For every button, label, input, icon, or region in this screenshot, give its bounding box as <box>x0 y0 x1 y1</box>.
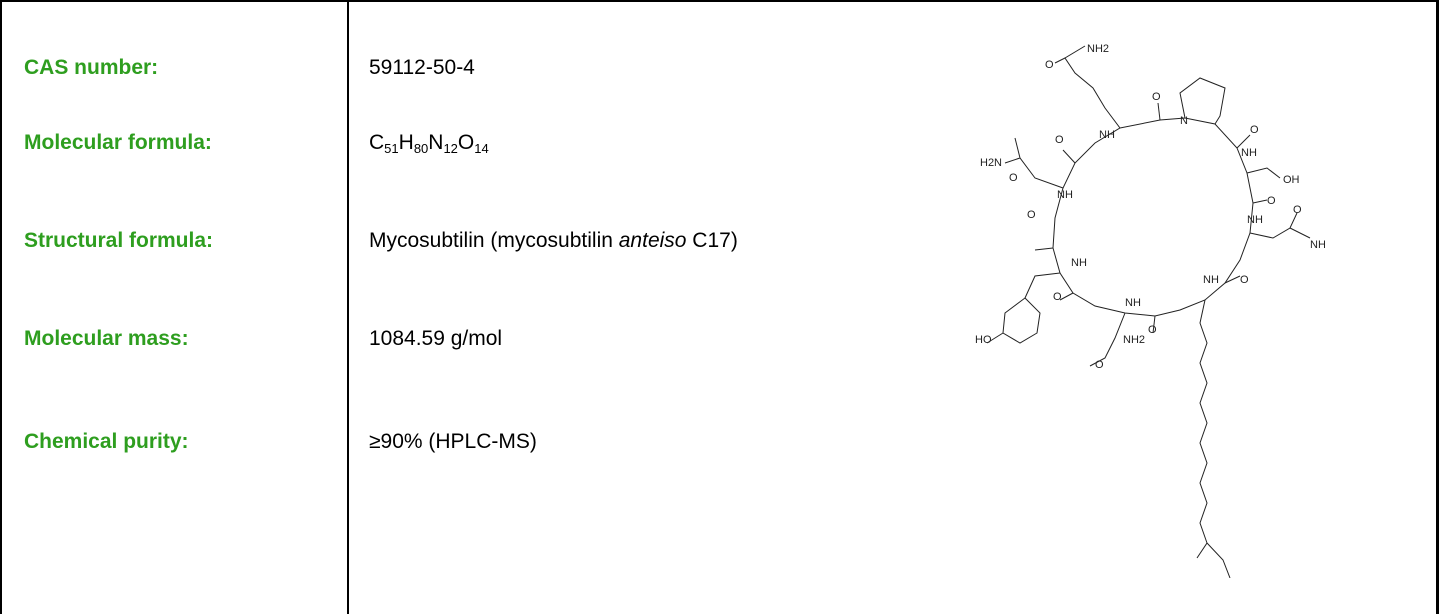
atom-label: O <box>1250 124 1259 136</box>
atom-label: NH <box>1057 189 1073 201</box>
table-column-divider <box>347 0 349 614</box>
molecular-formula-value: C51H80N12O14 <box>369 131 489 155</box>
atom-label: NH2 <box>1123 334 1145 346</box>
formula-count-h: 80 <box>413 141 429 156</box>
macrocycle-ring <box>1052 117 1254 317</box>
structure-bonds <box>986 45 1311 579</box>
atom-label: O <box>1027 209 1036 221</box>
chemical-purity-label: Chemical purity: <box>24 430 189 453</box>
atom-label: OH <box>1283 174 1300 186</box>
structural-formula-italic: anteiso <box>618 229 687 252</box>
ser-side-chain <box>1246 167 1281 179</box>
atom-label: O <box>1055 134 1064 146</box>
mycosubtilin-structure-drawing: NH2 O O N O NH O NH H2N O OH NH O O NH O… <box>975 38 1332 579</box>
table-border-top <box>0 0 1439 2</box>
atom-label: NH <box>1071 257 1087 269</box>
formula-element-c: C <box>369 131 385 154</box>
atom-label: O <box>1053 291 1062 303</box>
structural-formula-value: Mycosubtilin (mycosubtilin anteiso C17) <box>369 229 738 253</box>
structure-svg: NH2 O O N O NH O NH H2N O OH NH O O NH O… <box>975 43 1332 579</box>
structural-formula-prefix: Mycosubtilin (mycosubtilin <box>369 229 619 252</box>
structural-formula-suffix: C17) <box>686 229 738 252</box>
gln-side-chain <box>1064 45 1121 129</box>
atom-label: O <box>1240 274 1249 286</box>
table-border-left <box>0 0 2 614</box>
atom-label: O <box>1267 195 1276 207</box>
atom-label: O <box>1009 172 1018 184</box>
cas-number-label: CAS number: <box>24 56 159 79</box>
structural-formula-label: Structural formula: <box>24 229 214 252</box>
table-border-right <box>1436 0 1439 614</box>
formula-count-o: 14 <box>474 141 489 156</box>
asn-left-side-chain <box>1004 137 1064 189</box>
atom-label: NH2 <box>1310 239 1325 251</box>
atom-label: NH2 <box>1087 43 1109 55</box>
atom-label: NH <box>1241 147 1257 159</box>
asn-right-side-chain <box>1249 212 1311 239</box>
molecular-formula-label: Molecular formula: <box>24 131 212 154</box>
atom-label: NH <box>1125 297 1141 309</box>
atom-label: NH <box>1247 214 1263 226</box>
tyr-ring <box>1002 297 1041 344</box>
proline-ring <box>1179 77 1226 125</box>
atom-label: NH <box>1099 129 1115 141</box>
molecular-mass-value: 1084.59 g/mol <box>369 327 503 350</box>
formula-element-n: N <box>428 131 444 154</box>
formula-count-n: 12 <box>443 141 458 156</box>
atom-label: O <box>1045 59 1054 71</box>
atom-label: HO <box>975 334 992 346</box>
formula-element-h: H <box>398 131 414 154</box>
atom-label: N <box>1180 115 1188 127</box>
atom-label: O <box>1293 204 1302 216</box>
formula-count-c: 51 <box>384 141 399 156</box>
formula-element-o: O <box>457 131 475 154</box>
structure-atom-labels: NH2 O O N O NH O NH H2N O OH NH O O NH O… <box>975 43 1332 371</box>
asn-bottom-side-chain <box>1089 312 1126 367</box>
atom-label: NH <box>1203 274 1219 286</box>
chemical-purity-value: ≥90% (HPLC-MS) <box>369 430 537 453</box>
atom-label: H2N <box>980 157 1002 169</box>
molecular-mass-label: Molecular mass: <box>24 327 189 350</box>
atom-label: O <box>1148 324 1157 336</box>
atom-label: O <box>1152 91 1161 103</box>
tyr-linker <box>1024 272 1061 299</box>
lipid-tail <box>1196 299 1231 579</box>
atom-label: O <box>1095 359 1104 371</box>
cas-number-value: 59112-50-4 <box>369 56 475 79</box>
